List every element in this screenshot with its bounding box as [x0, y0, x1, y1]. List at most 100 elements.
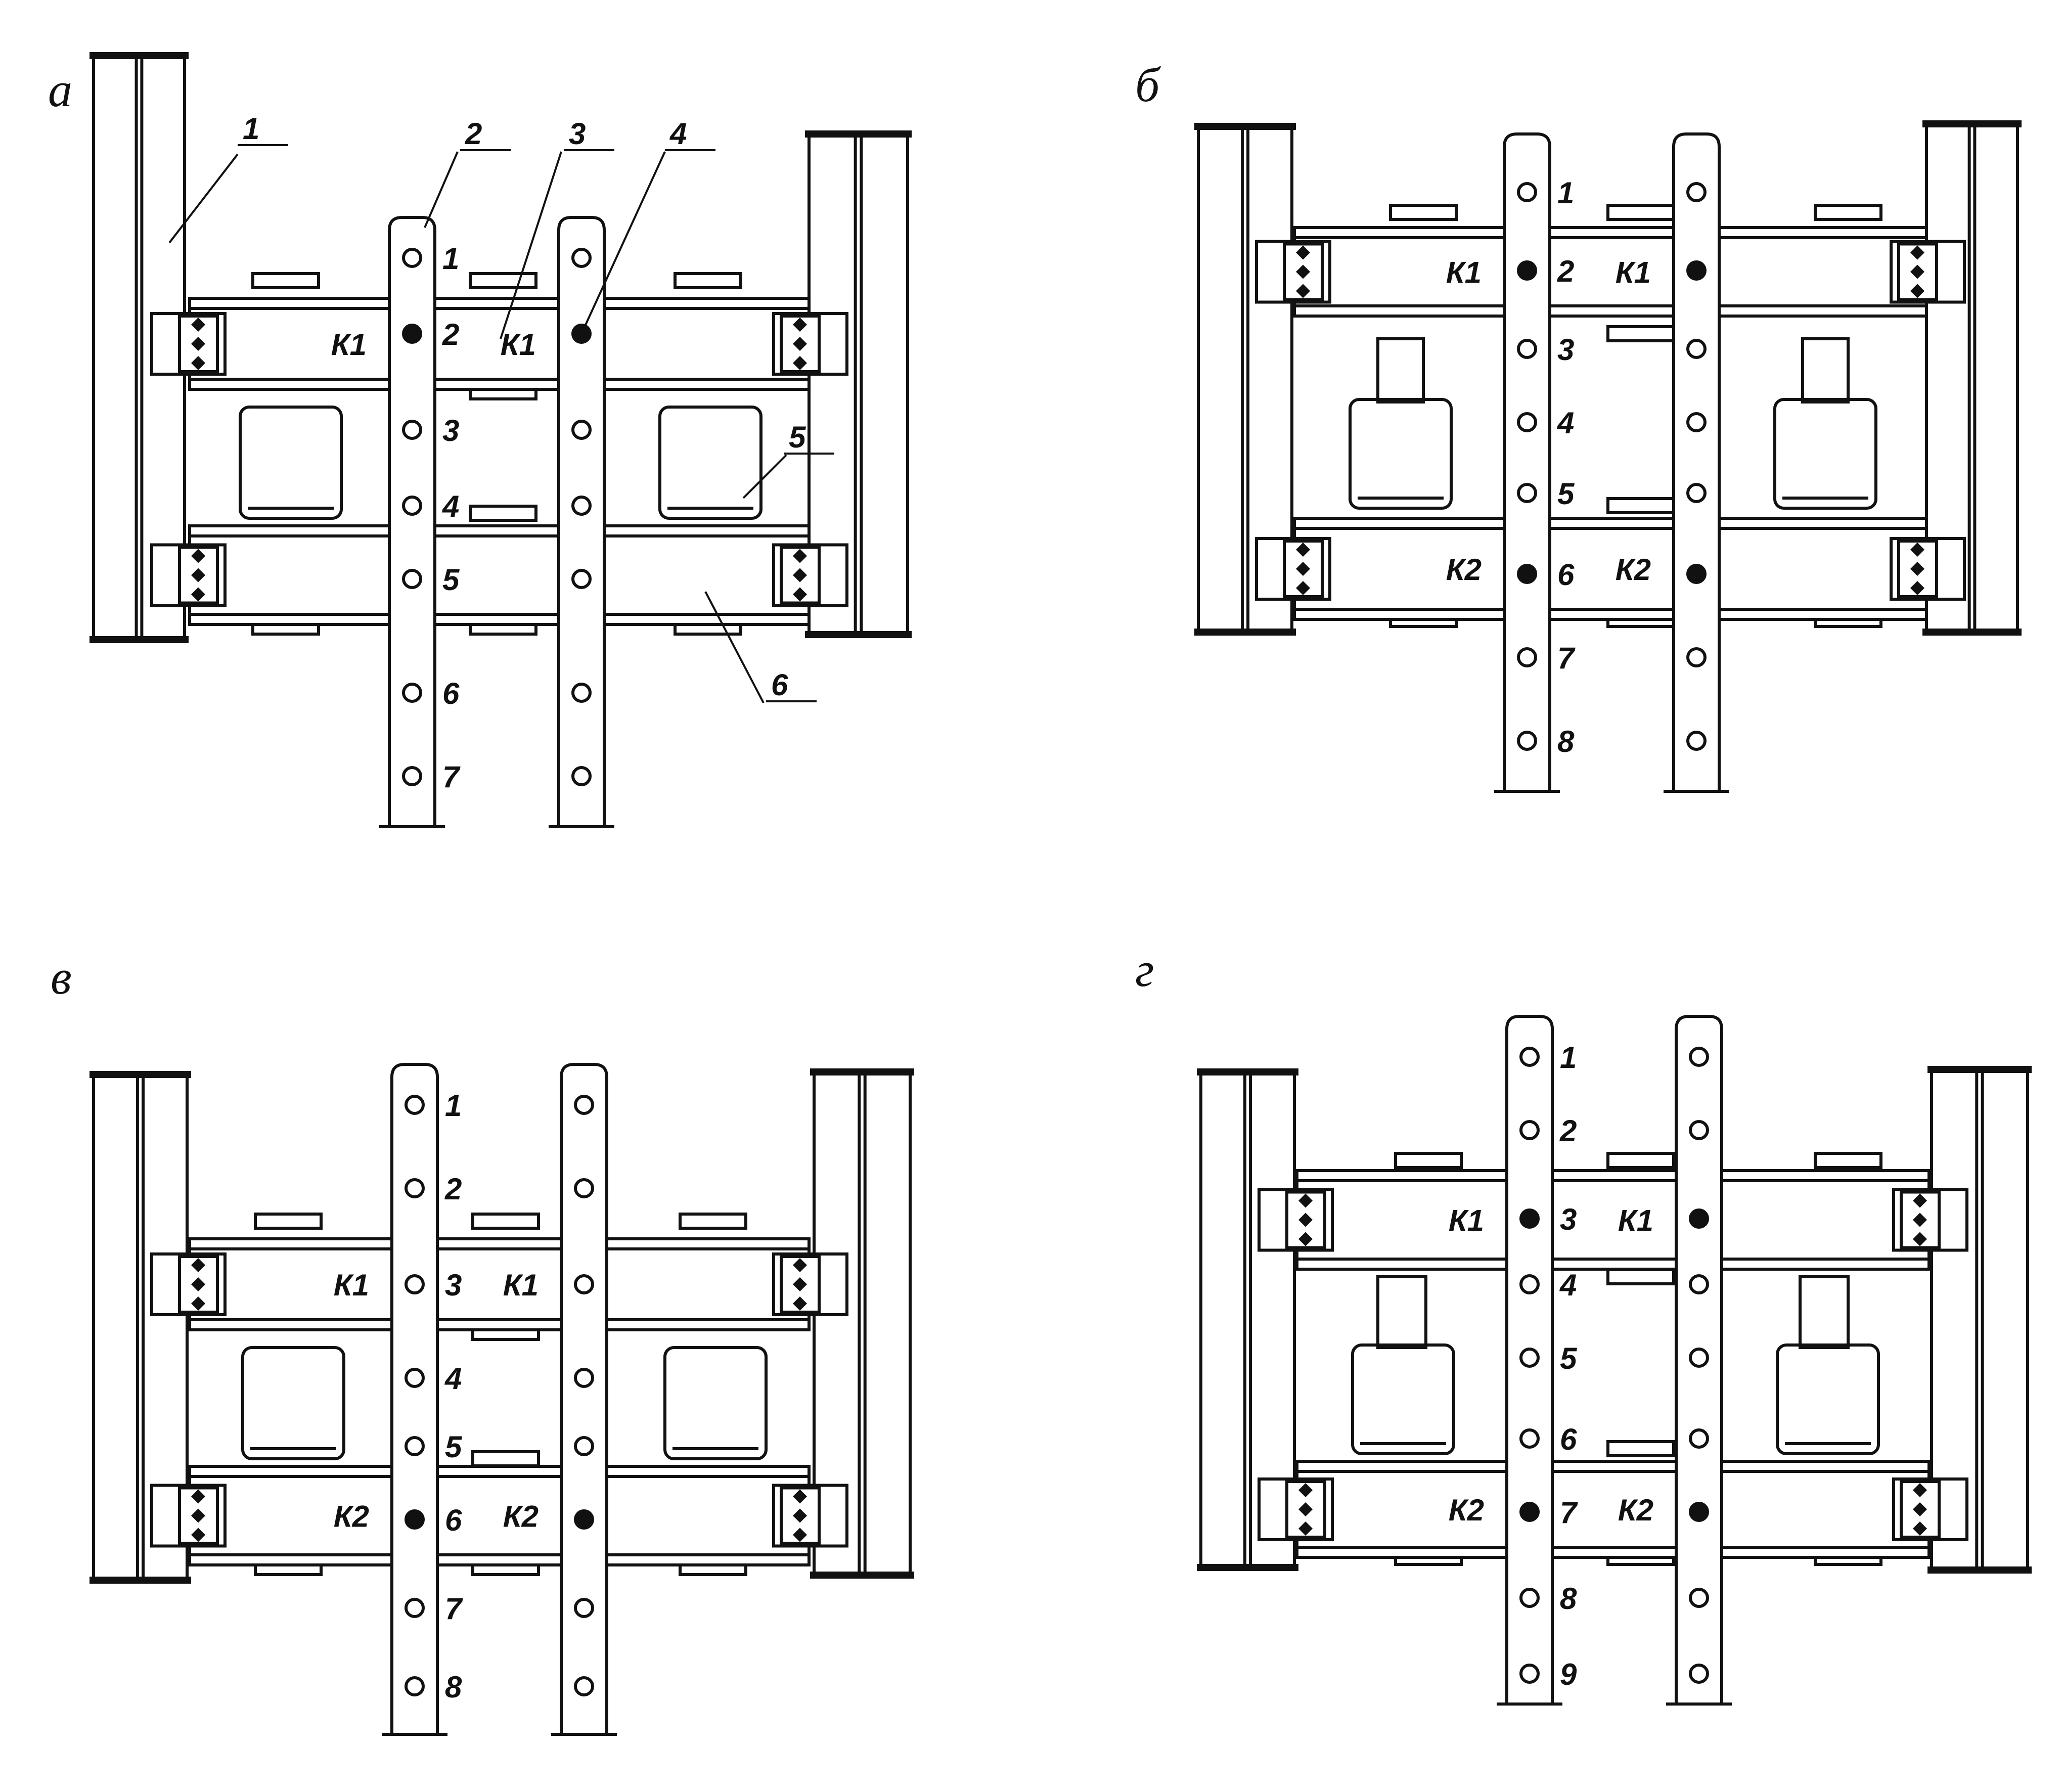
- pin-hole-engaged: [574, 1509, 594, 1530]
- end-clamp-right: [1890, 240, 1966, 304]
- crossbeam: [1258, 1460, 1968, 1559]
- k1-label: К1: [501, 328, 536, 362]
- pin-hole: [405, 1598, 425, 1618]
- hanger-strip-2: [551, 1063, 617, 1736]
- k2-label: К2: [503, 1500, 539, 1534]
- panel-label: а: [48, 63, 72, 117]
- plate: [471, 1450, 540, 1467]
- pin-hole: [574, 1178, 594, 1198]
- bolt: [1910, 264, 1924, 279]
- plate: [471, 1213, 540, 1230]
- actuator-housing: [1773, 398, 1877, 510]
- bolt: [1913, 1521, 1927, 1536]
- crossbeam: [150, 297, 848, 391]
- pin-hole: [402, 496, 422, 516]
- hole-number: 4: [1559, 1268, 1577, 1302]
- pin-hole: [405, 1274, 425, 1294]
- end-clamp-left: [150, 543, 227, 607]
- plate: [674, 272, 742, 289]
- callout-number: 3: [569, 117, 586, 151]
- crossbeam: [1255, 226, 1966, 318]
- pin-hole: [1686, 412, 1707, 432]
- hole-number: 6: [1560, 1422, 1577, 1456]
- pin-hole: [1519, 1428, 1540, 1449]
- bolt: [191, 1296, 205, 1311]
- bolt: [191, 356, 205, 370]
- k1-label: К1: [1449, 1204, 1484, 1238]
- plate: [1814, 1152, 1882, 1169]
- hole-number: 5: [445, 1430, 463, 1464]
- end-clamp-left: [150, 1484, 227, 1548]
- hole-number: 1: [442, 242, 459, 276]
- pin-hole: [1686, 339, 1707, 359]
- crossbeam: [1258, 1169, 1968, 1271]
- pin-hole: [571, 569, 592, 589]
- end-clamp-right: [772, 312, 848, 376]
- hanger-strip-1: [382, 1063, 447, 1736]
- pin-hole: [1689, 1664, 1709, 1684]
- callout-2: 2: [424, 117, 511, 228]
- crossbeam: [150, 524, 848, 626]
- pin-hole-engaged: [1517, 260, 1537, 281]
- pin-hole-engaged: [1686, 564, 1707, 584]
- plate: [254, 1213, 323, 1230]
- bolt: [793, 549, 807, 563]
- actuator-housing: [1776, 1343, 1880, 1455]
- callout-4: 4: [580, 117, 715, 334]
- k2-label: К2: [1616, 553, 1651, 587]
- bolt: [1296, 562, 1310, 576]
- bolt: [1913, 1193, 1927, 1208]
- k2-label: К2: [1449, 1493, 1484, 1527]
- end-clamp-right: [1890, 537, 1966, 601]
- k2-label: К2: [334, 1500, 369, 1534]
- bolt: [191, 1258, 205, 1272]
- pin-hole: [405, 1676, 425, 1696]
- bolt: [1910, 543, 1924, 557]
- hole-number: 8: [1560, 1582, 1577, 1616]
- callout-1: 1: [168, 112, 288, 244]
- callout-6: 6: [704, 591, 817, 703]
- k1-label: К1: [1618, 1204, 1653, 1238]
- bolt: [191, 1277, 205, 1291]
- hanger-strip-2: [549, 216, 614, 828]
- bolt: [1298, 1193, 1313, 1208]
- pin-hole-engaged: [1689, 1208, 1709, 1229]
- pin-hole-engaged: [1519, 1502, 1540, 1522]
- hole-number: 3: [1560, 1202, 1577, 1236]
- plate: [1394, 1152, 1463, 1169]
- bolt: [793, 318, 807, 332]
- panel-label: в: [51, 950, 72, 1004]
- hanger-strip-1: [379, 216, 445, 828]
- pin-hole: [571, 420, 592, 440]
- bolt: [1296, 284, 1310, 298]
- k2-label: К2: [1618, 1493, 1653, 1527]
- pin-hole: [1519, 1588, 1540, 1608]
- hole-number: 3: [442, 414, 459, 447]
- bolt: [191, 587, 205, 602]
- hole-number: 3: [1557, 333, 1574, 367]
- end-clamp-left: [1255, 537, 1331, 601]
- bolt: [1913, 1232, 1927, 1246]
- crossbeam: [150, 1465, 848, 1566]
- hanger-strip-1: [1494, 132, 1560, 793]
- hole-number: 7: [1557, 641, 1576, 675]
- bolt: [793, 356, 807, 370]
- pin-hole: [1517, 339, 1537, 359]
- hole-number: 2: [1559, 1114, 1577, 1148]
- bolt: [793, 1277, 807, 1291]
- crossbeam: [1255, 517, 1966, 621]
- actuator-housing: [241, 1346, 345, 1460]
- bolt: [1910, 245, 1924, 260]
- right-column: [1927, 1066, 2032, 1574]
- k2-label: К2: [1446, 553, 1482, 587]
- pin-hole: [1519, 1120, 1540, 1140]
- plate: [469, 272, 537, 289]
- pin-hole: [405, 1178, 425, 1198]
- pin-hole: [574, 1368, 594, 1388]
- bolt: [1910, 284, 1924, 298]
- pin-hole-engaged: [1689, 1502, 1709, 1522]
- hole-number: 4: [444, 1362, 462, 1396]
- pin-hole: [574, 1095, 594, 1115]
